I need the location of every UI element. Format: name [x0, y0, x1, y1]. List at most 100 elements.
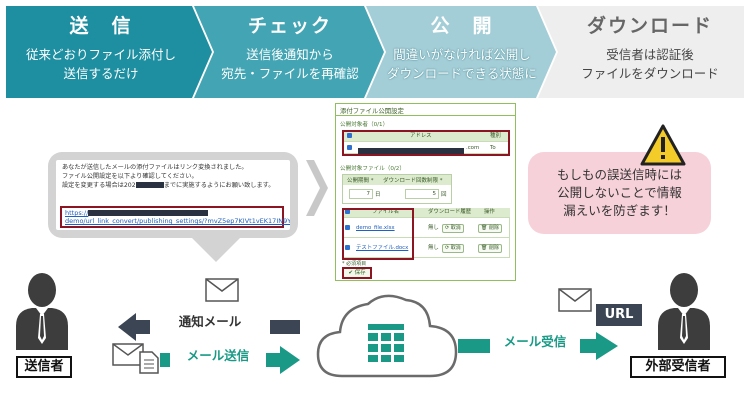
files-header-download: ダウンロード履歴 — [428, 209, 472, 215]
select-all-recipients-checkbox[interactable] — [347, 133, 352, 138]
select-all-files-checkbox[interactable] — [345, 209, 350, 214]
file-history: 無し — [428, 225, 439, 231]
step-send-chevron — [6, 6, 212, 98]
recipients-header-address: アドレス — [410, 133, 432, 139]
file-checkbox[interactable] — [345, 225, 350, 230]
flow-chevron-icon — [306, 160, 328, 216]
files-header-name: ファイル名 — [372, 209, 399, 215]
step-check-title: チェック — [247, 15, 332, 37]
settings-link-line-1[interactable]: https:// — [65, 209, 279, 217]
period-unit: 日 — [375, 192, 381, 198]
step-download-shape — [538, 6, 744, 98]
sender-label: 送信者 — [16, 356, 72, 378]
email-line-2: ファイル公開設定を以下より確認してください。 — [62, 173, 198, 180]
recipients-table: アドレス 種別 .com To — [342, 130, 510, 156]
save-button[interactable]: ✔ 保存 — [342, 267, 372, 279]
file-checkbox[interactable] — [345, 245, 350, 250]
step-send-desc: 従来どおりファイル添付し 送信するだけ — [25, 47, 176, 81]
step-check-desc: 送信後通知から 宛先・ファイルを再確認 — [221, 47, 359, 81]
step-publish-title: 公 開 — [430, 15, 494, 37]
redacted-recipient-address — [358, 147, 464, 154]
redacted-date — [135, 182, 164, 188]
step-send: 送 信 従来どおりファイル添付し 送信するだけ — [6, 6, 212, 98]
email-preview-body: あなたが送信したメールの添付ファイルはリンク変換されました。 ファイル公開設定を… — [56, 160, 290, 230]
receiver-label: 外部受信者 — [630, 356, 726, 378]
recipient-checkbox[interactable] — [347, 145, 352, 150]
settings-link[interactable]: https:// demo/url_link_convert/publishin… — [60, 206, 290, 228]
email-line-3: 設定を変更する場合は202 までに実施するようにお願い致します。 — [62, 181, 284, 190]
send-mail-label: メール送信 — [170, 346, 266, 368]
receive-envelope-icon — [558, 288, 592, 312]
refresh-icon: ⟳ — [445, 245, 450, 251]
files-section-label: 公開対象ファイル（0/2） — [340, 166, 405, 172]
save-label: 保存 — [354, 270, 366, 276]
file-delete-button[interactable]: 🗑 削除 — [478, 224, 502, 233]
warning-triangle-icon — [640, 124, 686, 166]
warning-text: もしもの誤送信時には 公開しないことで情報 漏えいを防ぎます！ — [556, 167, 682, 218]
check-icon: ✔ — [348, 270, 353, 276]
notify-mail-label: 通知メール — [150, 312, 270, 334]
file-name-link[interactable]: demo_file.xlsx — [356, 225, 395, 231]
email-line-3-suffix: までに実施するようにお願い致します。 — [163, 182, 275, 189]
step-download-desc: 受信者は認証後 ファイルをダウンロード — [581, 47, 719, 81]
settings-link-line-2[interactable]: demo/url_link_convert/publishing_setting… — [65, 217, 290, 225]
email-preview-card: あなたが送信したメールの添付ファイルはリンク変換されました。 ファイル公開設定を… — [48, 152, 298, 238]
file-name-link[interactable]: テストファイル.docx — [356, 245, 409, 251]
files-header-action: 操作 — [484, 209, 495, 215]
email-preview-pointer — [190, 236, 242, 262]
step-publish-desc: 間違いがなければ公開し ダウンロードできる状態に — [387, 47, 537, 81]
step-download-chevron — [538, 6, 744, 98]
limits-box: 公開期間 * ダウンロード回数制限 * 7 日 5 回 — [342, 174, 452, 204]
sender-person-icon — [16, 273, 68, 350]
step-send-title: 送 信 — [69, 15, 133, 37]
publish-settings-panel: 添付ファイル公開設定 公開対象者（0/1） アドレス 種別 .com To 公開… — [335, 103, 516, 281]
service-logo-icon — [368, 324, 404, 362]
notify-envelope-icon — [205, 278, 239, 302]
files-header-row: ファイル名 ダウンロード履歴 操作 — [342, 208, 510, 218]
refresh-icon: ⟳ — [445, 225, 450, 231]
period-label: 公開期間 * — [347, 178, 374, 184]
step-check: チェック 送信後通知から 宛先・ファイルを再確認 — [194, 6, 384, 98]
file-delete-label: 削除 — [488, 245, 499, 251]
step-download: ダウンロード 受信者は認証後 ファイルをダウンロード — [538, 6, 744, 98]
file-cancel-button[interactable]: ⟳ 取消 — [442, 244, 464, 253]
trash-icon: 🗑 — [481, 245, 488, 251]
mail-attachment-icon — [112, 343, 159, 374]
url-tag: URL — [596, 304, 642, 326]
period-input[interactable]: 7 — [349, 189, 373, 199]
receive-mail-label: メール受信 — [490, 332, 580, 354]
download-limit-input[interactable]: 5 — [405, 189, 439, 199]
step-publish-chevron — [366, 6, 556, 98]
redacted-domain — [88, 210, 209, 216]
file-cancel-label: 取消 — [450, 245, 461, 251]
recipients-header-type: 種別 — [490, 133, 501, 139]
recipient-row: .com To — [344, 142, 508, 154]
file-delete-button[interactable]: 🗑 削除 — [478, 244, 502, 253]
recipient-type: To — [490, 145, 496, 151]
file-row: テストファイル.docx 無し ⟳ 取消 🗑 削除 — [342, 238, 510, 258]
file-history: 無し — [428, 245, 439, 251]
file-row: demo_file.xlsx 無し ⟳ 取消 🗑 削除 — [342, 218, 510, 238]
recipients-section-label: 公開対象者（0/1） — [340, 122, 389, 128]
step-download-title: ダウンロード — [586, 15, 713, 37]
warning-bubble — [528, 152, 711, 234]
step-check-shape — [194, 6, 384, 98]
email-line-3-prefix: 設定を変更する場合は202 — [62, 182, 136, 189]
process-steps: 送 信 従来どおりファイル添付し 送信するだけ チェック 送信後通知から 宛先・… — [6, 6, 744, 98]
file-cancel-label: 取消 — [450, 225, 461, 231]
file-cancel-button[interactable]: ⟳ 取消 — [442, 224, 464, 233]
receiver-person-icon — [658, 273, 710, 350]
panel-title: 添付ファイル公開設定 — [340, 107, 404, 115]
recipients-header-row: アドレス 種別 — [344, 132, 508, 142]
settings-link-scheme[interactable]: https:// — [65, 209, 89, 217]
download-limit-label: ダウンロード回数制限 * — [383, 178, 443, 184]
file-delete-label: 削除 — [488, 225, 499, 231]
step-check-chevron — [194, 6, 384, 98]
step-publish-shape — [366, 6, 556, 98]
step-send-shape — [6, 6, 212, 98]
recipient-address-suffix: .com — [466, 145, 480, 151]
required-note: * 必須項目 — [342, 261, 367, 267]
trash-icon: 🗑 — [481, 225, 488, 231]
step-publish: 公 開 間違いがなければ公開し ダウンロードできる状態に — [366, 6, 556, 98]
file-list-highlight — [342, 208, 414, 260]
